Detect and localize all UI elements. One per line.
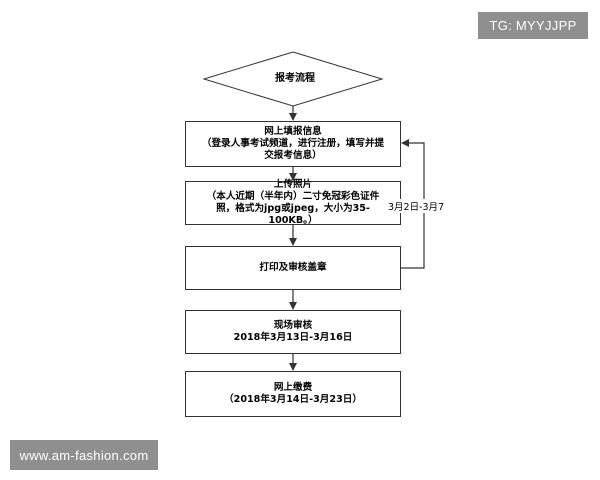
step-detail: 照，格式为jpg或jpeg，大小为35-	[216, 203, 370, 214]
step-detail: （2018年3月14日-3月23日）	[224, 394, 362, 405]
step-detail: （本人近期（半年内）二寸免冠彩色证件	[206, 191, 380, 202]
step-detail: 100KB。）	[268, 215, 318, 226]
watermark-bottom[interactable]: www.am-fashion.com	[10, 440, 158, 470]
loop-date-label: 3月2日-3月7	[386, 199, 447, 213]
step-online-registration: 网上填报信息 （登录人事考试频道，进行注册，填写并提 交报考信息）	[185, 121, 401, 167]
step-title: 网上缴费	[273, 382, 313, 393]
start-label: 报考流程	[275, 73, 315, 84]
step-onsite-review: 现场审核 2018年3月13日-3月16日	[185, 310, 401, 354]
step-title: 现场审核	[273, 320, 313, 331]
step-detail: 2018年3月13日-3月16日	[233, 332, 353, 343]
step-online-payment: 网上缴费 （2018年3月14日-3月23日）	[185, 371, 401, 417]
step-title: 网上填报信息	[264, 126, 322, 137]
step-title: 打印及审核盖章	[259, 262, 327, 273]
step-detail: （登录人事考试频道，进行注册，填写并提	[201, 138, 385, 149]
step-title: 上传照片	[273, 179, 313, 190]
step-print-and-stamp: 打印及审核盖章	[185, 246, 401, 290]
step-detail: 交报考信息）	[264, 150, 322, 161]
watermark-top: TG: MYYJJPP	[478, 12, 588, 39]
step-upload-photo: 上传照片 （本人近期（半年内）二寸免冠彩色证件 照，格式为jpg或jpeg，大小…	[185, 179, 401, 226]
